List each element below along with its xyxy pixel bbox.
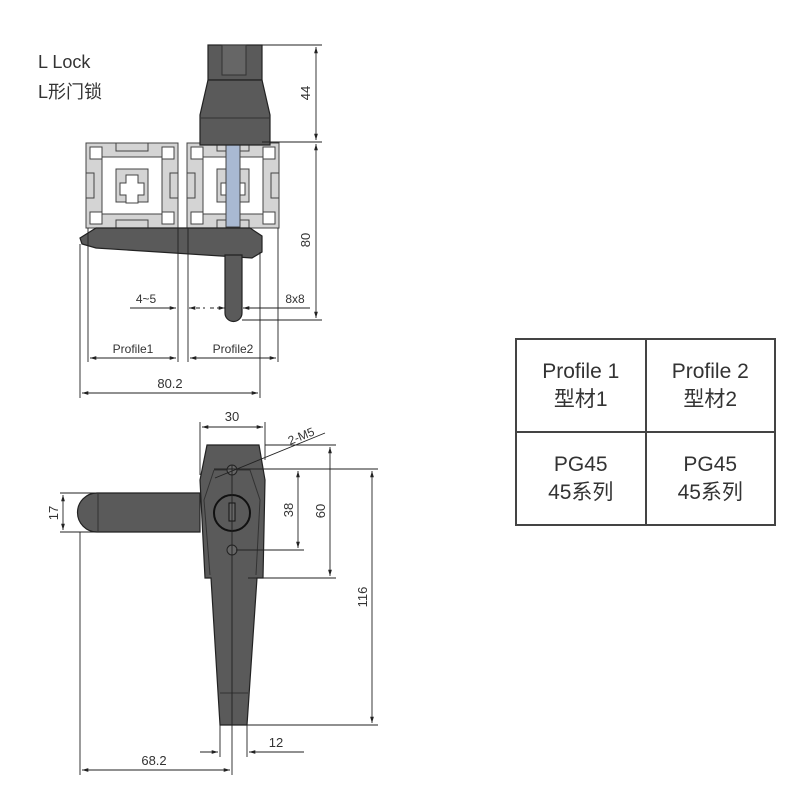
profile-spec-table: Profile 1 型材1 Profile 2 型材2 PG45 45系列 PG45 4… [515,338,776,526]
table-cell: PG45 45系列 [644,431,776,526]
dim-profile2: Profile2 [213,342,254,356]
handle-bar-top [79,227,263,259]
lock-body-top [199,44,271,146]
header-zh: 型材1 [553,387,608,411]
dim-38: 38 [281,503,296,517]
dim-12: 12 [269,735,283,750]
handle-bar [76,492,201,533]
dim-44: 44 [298,86,313,100]
dim-gap: 4~5 [136,292,157,306]
square-spindle [224,254,243,323]
dim-2-m5: 2-M5 [286,424,317,447]
table-cell: PG45 45系列 [515,431,647,526]
lock-shaft [225,144,241,228]
dim-17: 17 [46,506,61,520]
dim-116: 116 [355,587,370,608]
cell-zh: 45系列 [548,480,614,504]
leader-2-m5 [214,432,326,479]
cell-series: PG45 [553,452,608,476]
profile-1-section [85,142,179,229]
table-row: PG45 45系列 PG45 45系列 [515,431,776,526]
dim-68-2: 68.2 [141,753,166,768]
dim-80-2: 80.2 [157,376,182,391]
cell-zh: 45系列 [677,480,743,504]
table-header-cell: Profile 2 型材2 [644,338,776,433]
header-en: Profile 1 [542,359,620,383]
top-view: 44 80 4~5 8x8 Profile1 Profile2 80.2 [79,44,322,398]
title-en: L Lock [38,52,91,72]
dim-80: 80 [298,233,313,247]
cell-series: PG45 [683,452,738,476]
header-zh: 型材2 [683,387,738,411]
title-zh: L形门锁 [38,82,103,102]
table-header-cell: Profile 1 型材1 [515,338,647,433]
dim-60: 60 [313,504,328,518]
front-view: 30 2-M5 38 60 116 17 12 68.2 [46,409,378,775]
dim-profile1: Profile1 [113,342,154,356]
dim-30: 30 [225,409,239,424]
header-en: Profile 2 [671,359,749,383]
table-header-row: Profile 1 型材1 Profile 2 型材2 [515,338,776,433]
dim-square: 8x8 [285,292,305,306]
